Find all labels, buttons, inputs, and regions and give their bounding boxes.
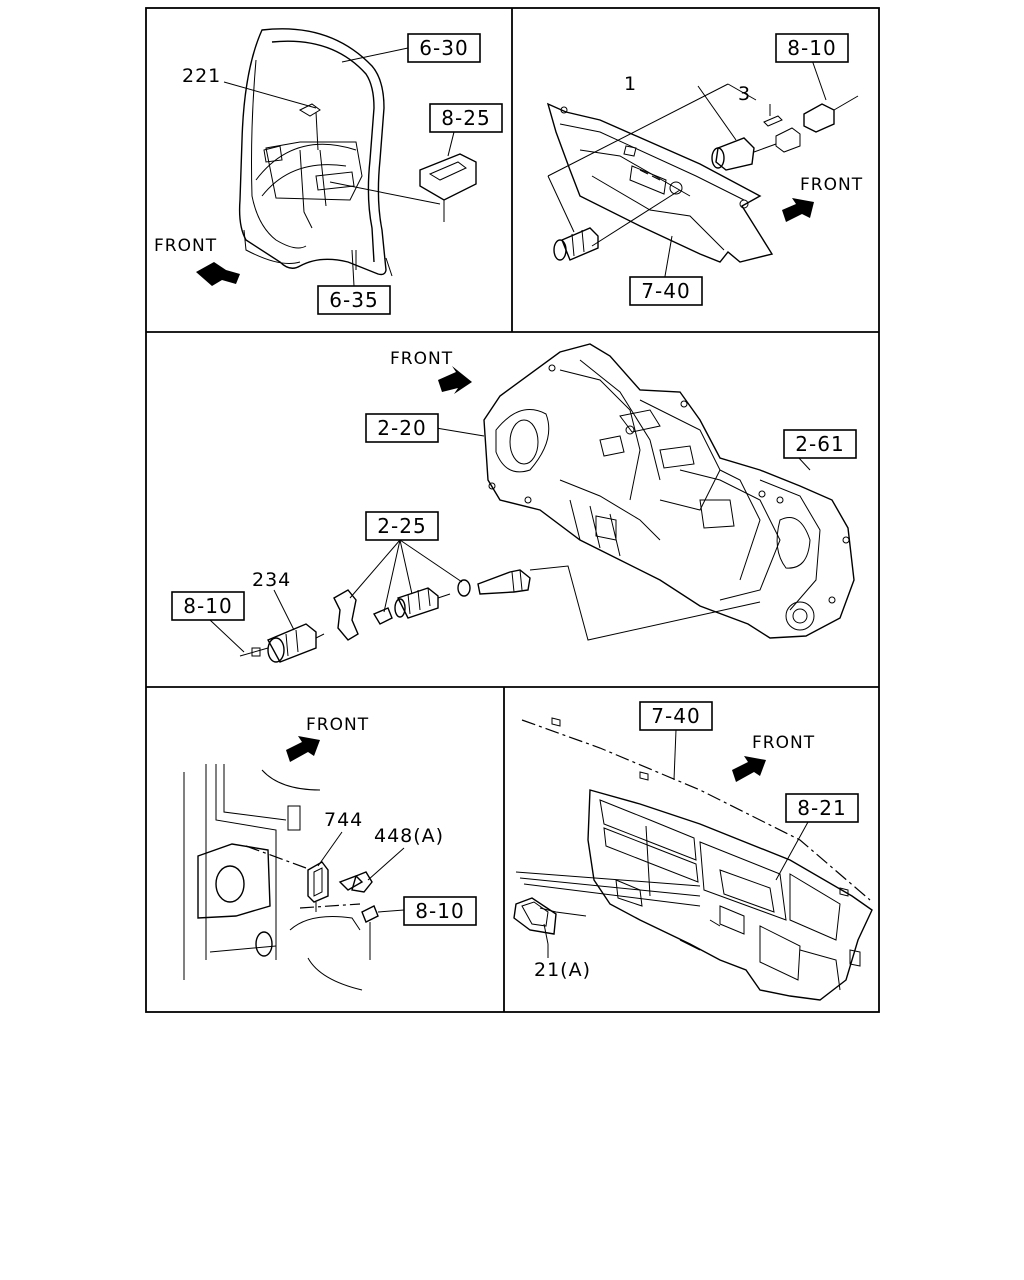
speed-sensor-part xyxy=(239,623,325,663)
ref-box-7-40: 7-40 xyxy=(629,276,703,306)
ref-box-6-30: 6-30 xyxy=(407,33,481,63)
panel-transmission: FRONT 2-20 2-61 2-25 8-10 234 xyxy=(171,343,857,663)
leader-lines xyxy=(223,47,455,287)
front-arrow: FRONT xyxy=(732,733,815,782)
front-label: FRONT xyxy=(154,236,217,256)
dashboard-drawing xyxy=(521,717,873,1001)
front-arrow: FRONT xyxy=(390,349,472,394)
window-switch-part xyxy=(419,153,477,222)
ref-label: 2-25 xyxy=(377,514,426,538)
rocker-switch-part xyxy=(513,897,587,945)
ref-box-8-10: 8-10 xyxy=(403,896,477,926)
panel-pedal-switch: FRONT 8-10 744 448(A) xyxy=(183,715,477,991)
ref-label: 2-20 xyxy=(377,416,426,440)
front-label: FRONT xyxy=(800,175,863,195)
part-number-label: 221 xyxy=(182,65,221,87)
lower-panel-drawing xyxy=(546,102,774,263)
ref-box-8-10: 8-10 xyxy=(775,33,849,63)
ref-label: 7-40 xyxy=(651,704,700,728)
front-label: FRONT xyxy=(752,733,815,753)
ref-label: 8-21 xyxy=(797,796,846,820)
part-number-label: 21(A) xyxy=(534,959,591,981)
ref-box-2-61: 2-61 xyxy=(783,429,857,459)
part-number-label: 744 xyxy=(324,809,363,831)
ref-box-8-10: 8-10 xyxy=(171,591,245,621)
ref-label: 8-10 xyxy=(787,36,836,60)
ref-label: 6-30 xyxy=(419,36,468,60)
part-number-label: 1 xyxy=(624,73,637,95)
leader-lines xyxy=(547,59,827,283)
part-number-label: 3 xyxy=(738,83,751,105)
ref-label: 8-10 xyxy=(183,594,232,618)
leader-lines xyxy=(317,831,405,913)
door-drawing xyxy=(238,28,393,277)
lighter-plug-part xyxy=(553,227,599,261)
leader-lines xyxy=(209,427,811,653)
front-label: FRONT xyxy=(306,715,369,735)
part-number-label: 234 xyxy=(252,569,291,591)
leader-lines xyxy=(515,729,809,958)
ref-box-8-25: 8-25 xyxy=(429,103,503,133)
ref-box-2-20: 2-20 xyxy=(365,413,439,443)
ref-box-7-40: 7-40 xyxy=(639,701,713,731)
panel-frame xyxy=(145,7,880,1013)
lighter-socket-part xyxy=(711,95,859,171)
front-arrow: FRONT xyxy=(154,236,240,286)
ref-box-2-25: 2-25 xyxy=(365,511,439,541)
part-number-label: 448(A) xyxy=(374,825,444,847)
switch-part xyxy=(307,861,379,960)
ref-box-8-21: 8-21 xyxy=(785,793,859,823)
pinion-assembly-part xyxy=(333,569,531,641)
panel-dashboard: FRONT 7-40 8-21 21(A) xyxy=(513,701,873,1001)
ref-box-6-35: 6-35 xyxy=(317,285,391,315)
panel-cigar-lighter: FRONT 8-10 7-40 1 3 xyxy=(546,33,863,306)
ref-label: 8-10 xyxy=(415,899,464,923)
ref-label: 6-35 xyxy=(329,288,378,312)
front-label: FRONT xyxy=(390,349,453,369)
ref-label: 2-61 xyxy=(795,432,844,456)
front-arrow: FRONT xyxy=(782,175,863,222)
bracket-drawing xyxy=(183,764,363,991)
ref-label: 8-25 xyxy=(441,106,490,130)
panel-cab-door: FRONT 6-30 8-25 6-35 221 xyxy=(154,28,503,315)
front-arrow: FRONT xyxy=(286,715,369,762)
ref-label: 7-40 xyxy=(641,279,690,303)
transmission-drawing xyxy=(483,343,855,639)
